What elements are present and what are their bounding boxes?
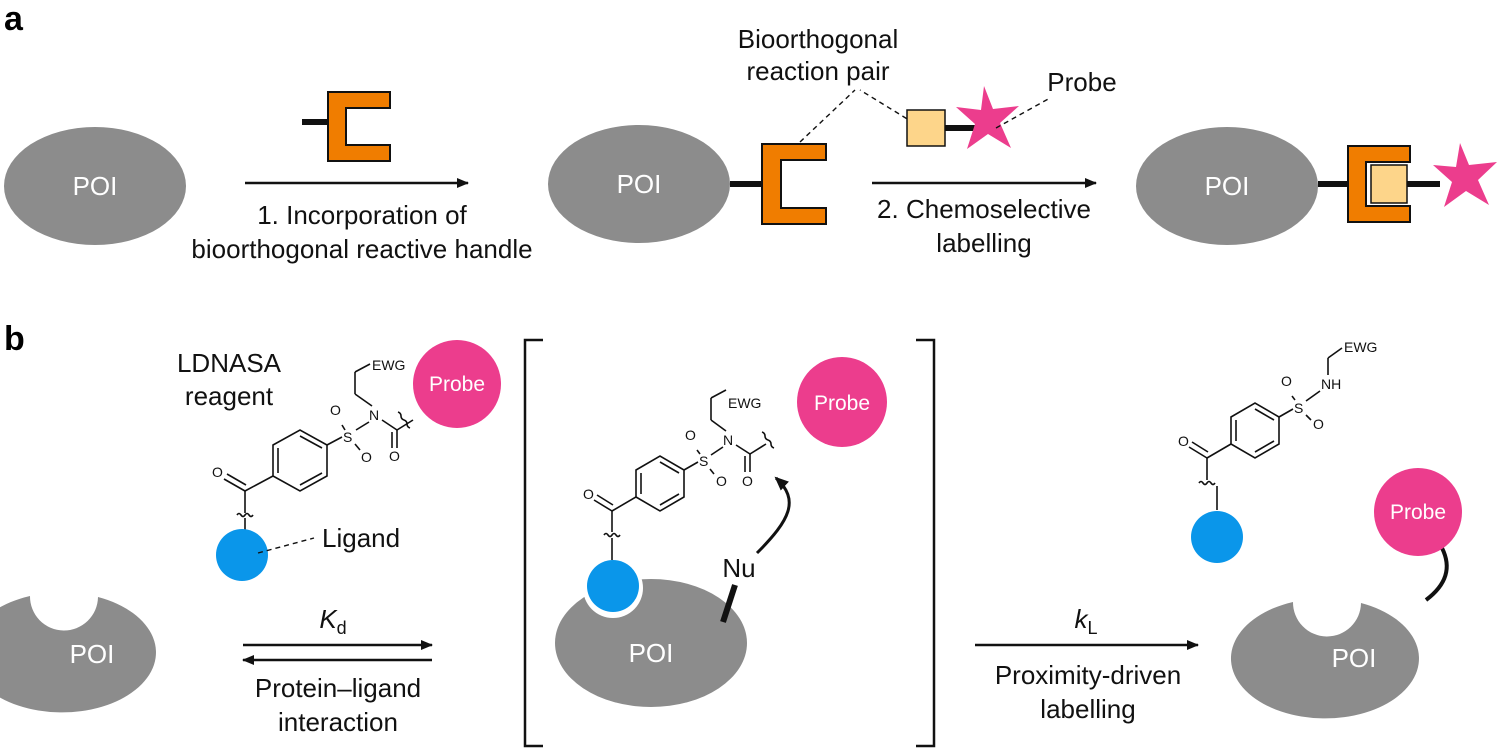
svg-text:O: O — [1313, 416, 1324, 432]
svg-text:N: N — [723, 432, 733, 448]
svg-text:O: O — [330, 402, 341, 418]
label-line1: Proximity-driven — [995, 660, 1181, 690]
svg-text:S: S — [343, 429, 352, 445]
svg-text:S: S — [699, 453, 708, 469]
svg-text:O: O — [361, 449, 372, 465]
label-line2: labelling — [1040, 694, 1135, 724]
poi-label-b1: POI — [70, 639, 115, 669]
bound-reagent-structure: Probe O S O O N EWG O — [583, 357, 887, 560]
eq-label-line2: interaction — [278, 707, 398, 737]
labelled-conjugate — [1318, 143, 1497, 223]
svg-text:S: S — [1294, 400, 1303, 416]
poi-pocket-b1 — [0, 596, 156, 713]
svg-text:O: O — [583, 486, 594, 502]
pair-label-line2: reaction pair — [746, 56, 889, 86]
poi-pocket-b3 — [1230, 602, 1419, 719]
poi-label-a2: POI — [617, 169, 662, 199]
poi-ellipse-a2 — [548, 125, 730, 243]
probe-circle-b2 — [797, 357, 887, 447]
svg-text:O: O — [1178, 433, 1189, 449]
poi-label-a3: POI — [1205, 171, 1250, 201]
bracket-right — [916, 338, 936, 748]
step1-label-line1: 1. Incorporation of — [257, 200, 467, 230]
poi-label-a1: POI — [73, 171, 118, 201]
probe-circle-b1 — [413, 340, 501, 428]
ligand-leader — [257, 537, 315, 554]
svg-text:EWG: EWG — [372, 357, 405, 373]
reagent-label-line1: LDNASA — [177, 348, 282, 378]
probe-with-partner — [906, 86, 1019, 149]
svg-text:O: O — [1281, 373, 1292, 389]
svg-text:O: O — [389, 448, 400, 464]
probe-star-a2 — [1433, 143, 1497, 207]
svg-text:EWG: EWG — [728, 395, 761, 411]
ligand-label: Ligand — [322, 523, 400, 553]
reactive-handle-attached — [730, 143, 827, 225]
reagent-label-line2: reagent — [185, 381, 274, 411]
probe-leader — [995, 97, 1051, 129]
step1-label-line2: bioorthogonal reactive handle — [191, 234, 532, 264]
probe-label-b3: Probe — [1390, 501, 1446, 524]
svg-text:O: O — [742, 473, 753, 489]
panel-b-letter: b — [4, 320, 25, 358]
ldnasa-reagent-structure: Probe O S O O N EWG O — [212, 340, 501, 537]
eq-label-line1: Protein–ligand — [255, 673, 421, 703]
bracket-left — [523, 338, 543, 748]
pair-leader-1 — [799, 89, 856, 143]
ligand-circle-b1 — [216, 529, 268, 581]
svg-text:O: O — [212, 464, 223, 480]
step2-label-line2: labelling — [936, 228, 1031, 258]
kl-label: kL — [1074, 604, 1097, 638]
svg-text:N: N — [369, 407, 379, 423]
attack-arrow — [755, 476, 791, 555]
ligand-circle-b2 — [587, 560, 639, 612]
poi-ellipse-a1 — [4, 127, 186, 245]
kd-label: Kd — [319, 604, 346, 638]
ligand-circle-b3 — [1191, 511, 1243, 563]
probe-label-b1: Probe — [429, 373, 485, 396]
svg-text:EWG: EWG — [1344, 339, 1377, 355]
probe-star-a1 — [956, 86, 1019, 149]
step2-label-line1: 2. Chemoselective — [877, 194, 1091, 224]
svg-text:O: O — [685, 427, 696, 443]
poi-label-b2: POI — [629, 638, 674, 668]
svg-text:O: O — [716, 473, 727, 489]
nu-bond — [720, 584, 738, 623]
probe-label-a: Probe — [1047, 67, 1116, 97]
nu-label: Nu — [722, 553, 755, 583]
equilibrium-arrows — [242, 640, 433, 665]
panel-a-letter: a — [4, 0, 24, 38]
probe-circle-b3 — [1374, 468, 1462, 556]
probe-label-b2: Probe — [814, 392, 870, 415]
reactive-handle-free — [302, 91, 391, 162]
svg-text:NH: NH — [1321, 376, 1341, 392]
pair-label-line1: Bioorthogonal — [738, 24, 898, 54]
poi-ellipse-a3 — [1136, 127, 1318, 245]
released-fragment-structure: O S O O NH EWG — [1178, 339, 1377, 510]
poi-label-b3: POI — [1332, 643, 1377, 673]
probe-tether — [1424, 547, 1449, 602]
